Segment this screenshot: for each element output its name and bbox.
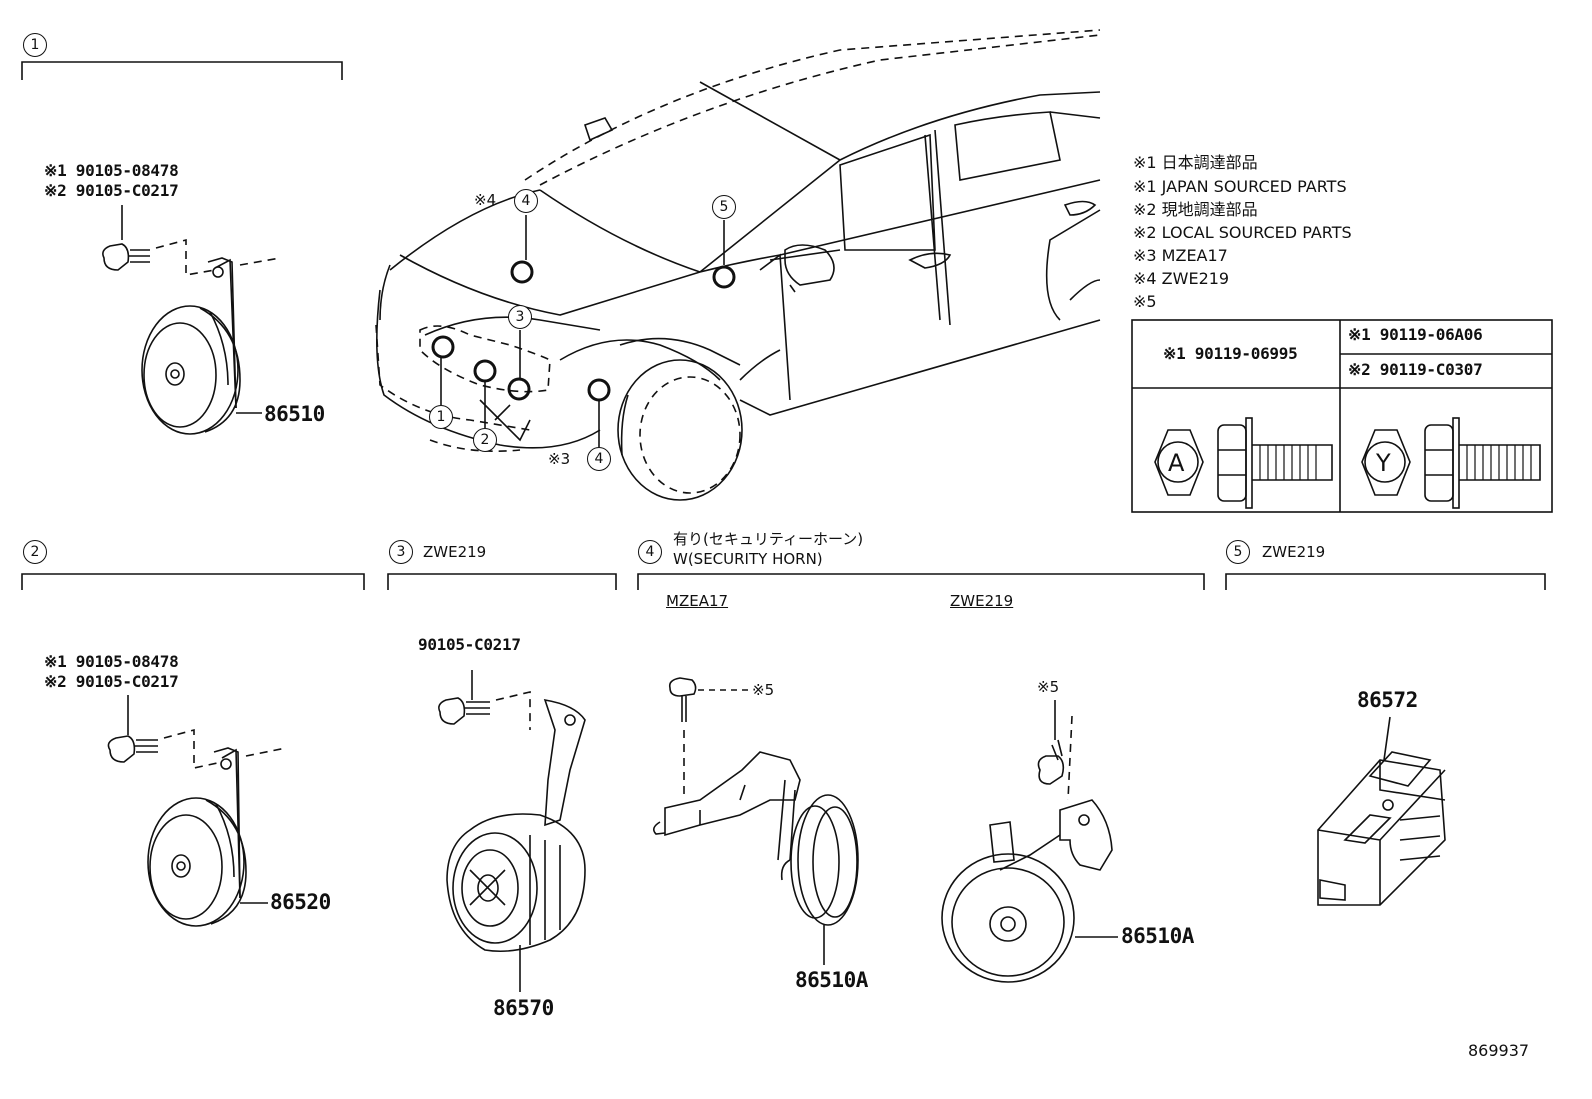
group-5-part-number: 86572 — [1357, 688, 1418, 712]
group-1-bracket — [21, 61, 343, 80]
location-marker-4-top — [510, 260, 534, 284]
group-5-module-drawing — [1317, 716, 1446, 906]
location-marker-2 — [473, 359, 497, 383]
group-1-bolt-local: ※2 90105-C0217 — [44, 181, 179, 200]
table-left-part: ※1 90119-06995 — [1163, 344, 1298, 363]
note-line: ※5 — [1133, 292, 1157, 311]
group-4-right-horn-drawing — [941, 700, 1118, 983]
group-4-note-left: ※5 — [752, 681, 775, 699]
location-marker-4-bottom — [587, 378, 611, 402]
car-drawing — [375, 29, 1101, 501]
group-3-siren-drawing — [438, 670, 586, 992]
group-4-note-right: ※5 — [1037, 678, 1060, 696]
group-4-bracket — [637, 573, 1205, 590]
group-4-label-en: W(SECURITY HORN) — [673, 550, 823, 568]
callout-4-top: 4 — [514, 189, 538, 213]
callout-4-bottom-note: ※3 — [548, 450, 571, 468]
location-marker-3 — [507, 377, 531, 401]
group-5-label: ZWE219 — [1262, 543, 1326, 561]
callout-4-bottom: 4 — [587, 447, 611, 471]
group-2-bolt-japan: ※1 90105-08478 — [44, 652, 179, 671]
note-line: ※1 JAPAN SOURCED PARTS — [1133, 177, 1347, 196]
group-1-marker: 1 — [23, 33, 47, 57]
group-2-part-number: 86520 — [270, 890, 331, 914]
group-4-left-horn-drawing — [652, 677, 859, 965]
note-line: ※2 LOCAL SOURCED PARTS — [1133, 223, 1352, 242]
group-2-bracket — [21, 573, 365, 590]
note-line: ※4 ZWE219 — [1133, 269, 1230, 288]
group-4-sub-left: MZEA17 — [666, 592, 729, 610]
note-line: ※1 日本調達部品 — [1133, 153, 1258, 172]
group-3-part-number: 86570 — [493, 996, 554, 1020]
group-5-marker: 5 — [1226, 540, 1250, 564]
callout-5: 5 — [712, 195, 736, 219]
group-4-label-jp: 有り(セキュリティーホーン) — [673, 530, 864, 548]
callout-1: 1 — [429, 405, 453, 429]
callout-3: 3 — [508, 305, 532, 329]
location-marker-1 — [431, 335, 455, 359]
figure-id: 869937 — [1468, 1041, 1530, 1060]
location-marker-5 — [712, 265, 736, 289]
group-3-bolt: 90105-C0217 — [418, 635, 521, 654]
table-symbol-a: A — [1168, 449, 1185, 477]
group-3-label: ZWE219 — [423, 543, 487, 561]
group-4-part-left: 86510A — [795, 968, 868, 992]
group-4-marker: 4 — [638, 540, 662, 564]
bolt-table-frame — [1131, 319, 1553, 513]
group-2-bolt-local: ※2 90105-C0217 — [44, 672, 179, 691]
group-1-part-number: 86510 — [264, 402, 325, 426]
table-right-part-1: ※1 90119-06A06 — [1348, 325, 1483, 344]
callout-2: 2 — [473, 428, 497, 452]
group-4-sub-right: ZWE219 — [950, 592, 1014, 610]
group-3-marker: 3 — [389, 540, 413, 564]
callout-4-top-note: ※4 — [474, 191, 497, 209]
group-2-horn-drawing — [107, 695, 287, 927]
group-1-bolt-japan: ※1 90105-08478 — [44, 161, 179, 180]
table-symbol-y: Y — [1376, 449, 1391, 477]
group-3-bracket — [387, 573, 617, 590]
table-right-part-2: ※2 90119-C0307 — [1348, 360, 1483, 379]
group-2-marker: 2 — [23, 540, 47, 564]
group-5-bracket — [1225, 573, 1546, 590]
note-line: ※2 現地調達部品 — [1133, 200, 1258, 219]
group-4-part-right: 86510A — [1121, 924, 1194, 948]
group-1-horn-drawing — [102, 205, 281, 435]
note-line: ※3 MZEA17 — [1133, 246, 1228, 265]
